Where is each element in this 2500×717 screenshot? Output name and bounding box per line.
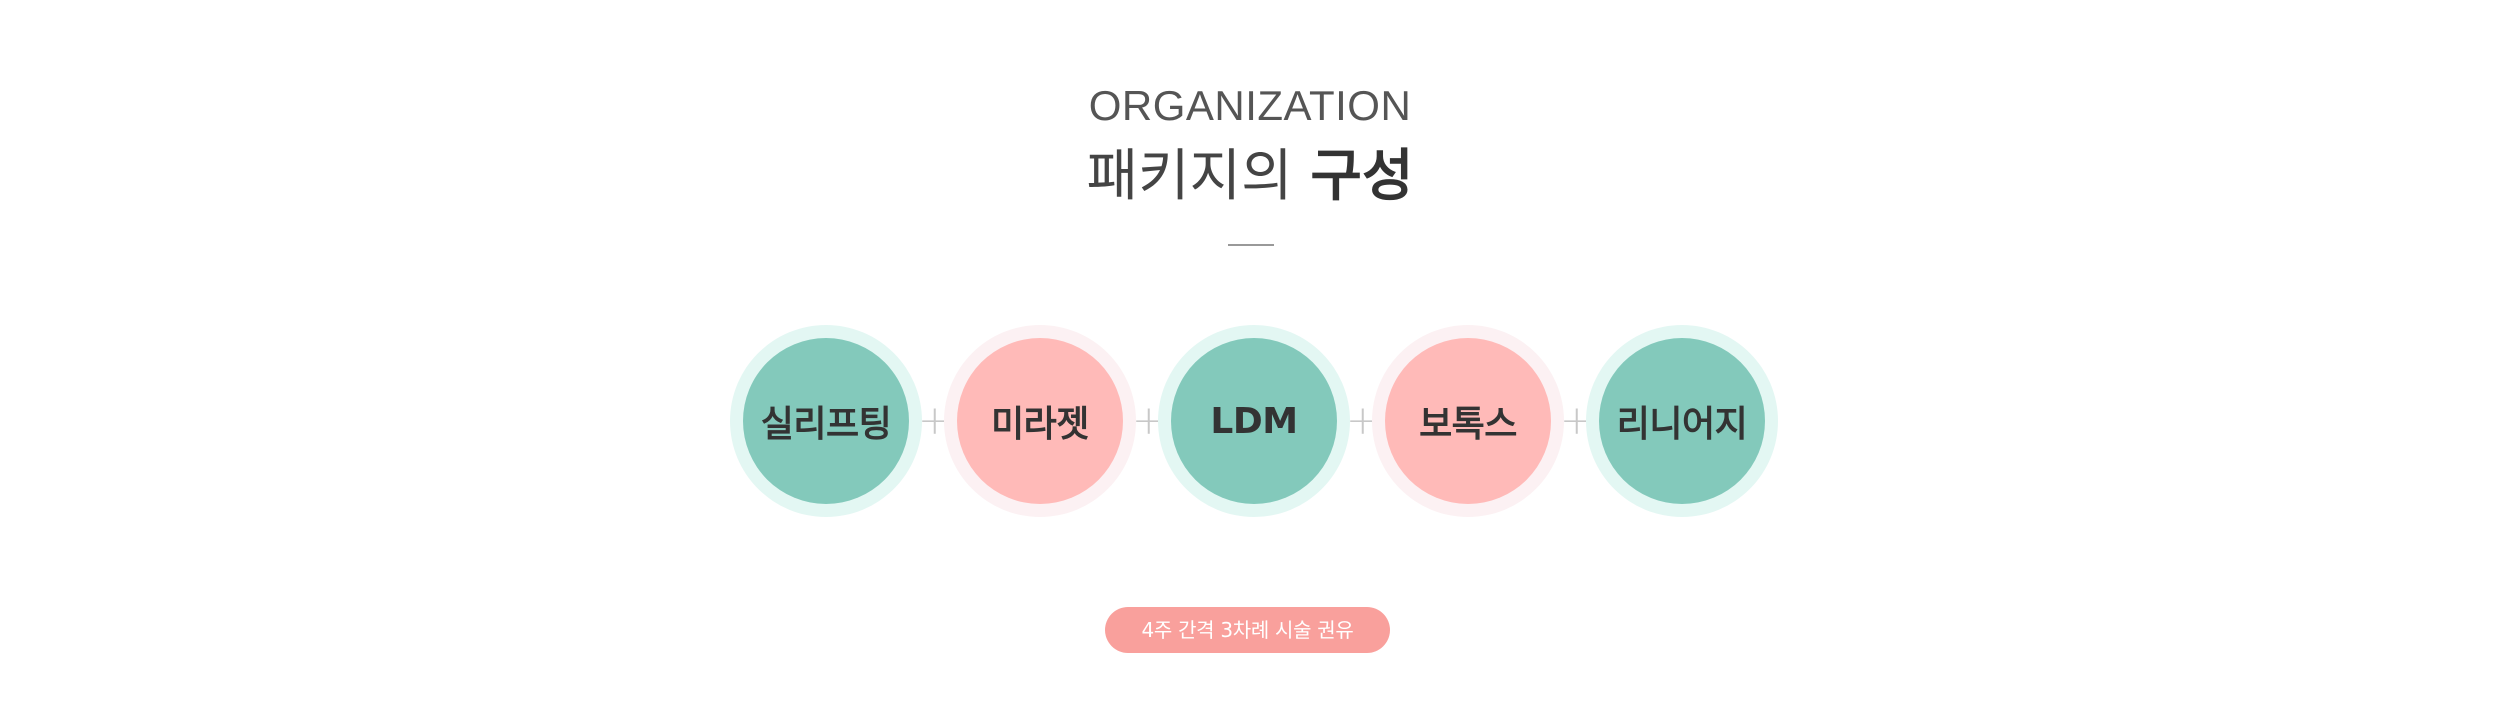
package-item-label: 미라젯 bbox=[957, 338, 1123, 504]
section-eyebrow: ORGANIZATION bbox=[1088, 82, 1412, 129]
package-item-ldm: LDM bbox=[1158, 325, 1350, 517]
section-title-light: 패키지의 bbox=[1086, 144, 1293, 209]
package-item-label: 실리프팅 bbox=[743, 338, 909, 504]
section-title: 패키지의 구성 bbox=[0, 142, 2500, 212]
section-title-bold: 구성 bbox=[1310, 144, 1414, 209]
package-item-mirajet: 미라젯 bbox=[944, 325, 1136, 517]
package-item-label: 리니어지 bbox=[1599, 338, 1765, 504]
treatment-schedule-badge: 4주 간격 3차례 시술 권유 bbox=[1105, 607, 1390, 653]
package-item-botox: 보톡스 bbox=[1372, 325, 1564, 517]
package-item-label: 보톡스 bbox=[1385, 338, 1551, 504]
package-item-label: LDM bbox=[1171, 338, 1337, 504]
package-item-silifting: 실리프팅 bbox=[730, 325, 922, 517]
title-divider bbox=[1228, 244, 1274, 246]
package-item-linearz: 리니어지 bbox=[1586, 325, 1778, 517]
